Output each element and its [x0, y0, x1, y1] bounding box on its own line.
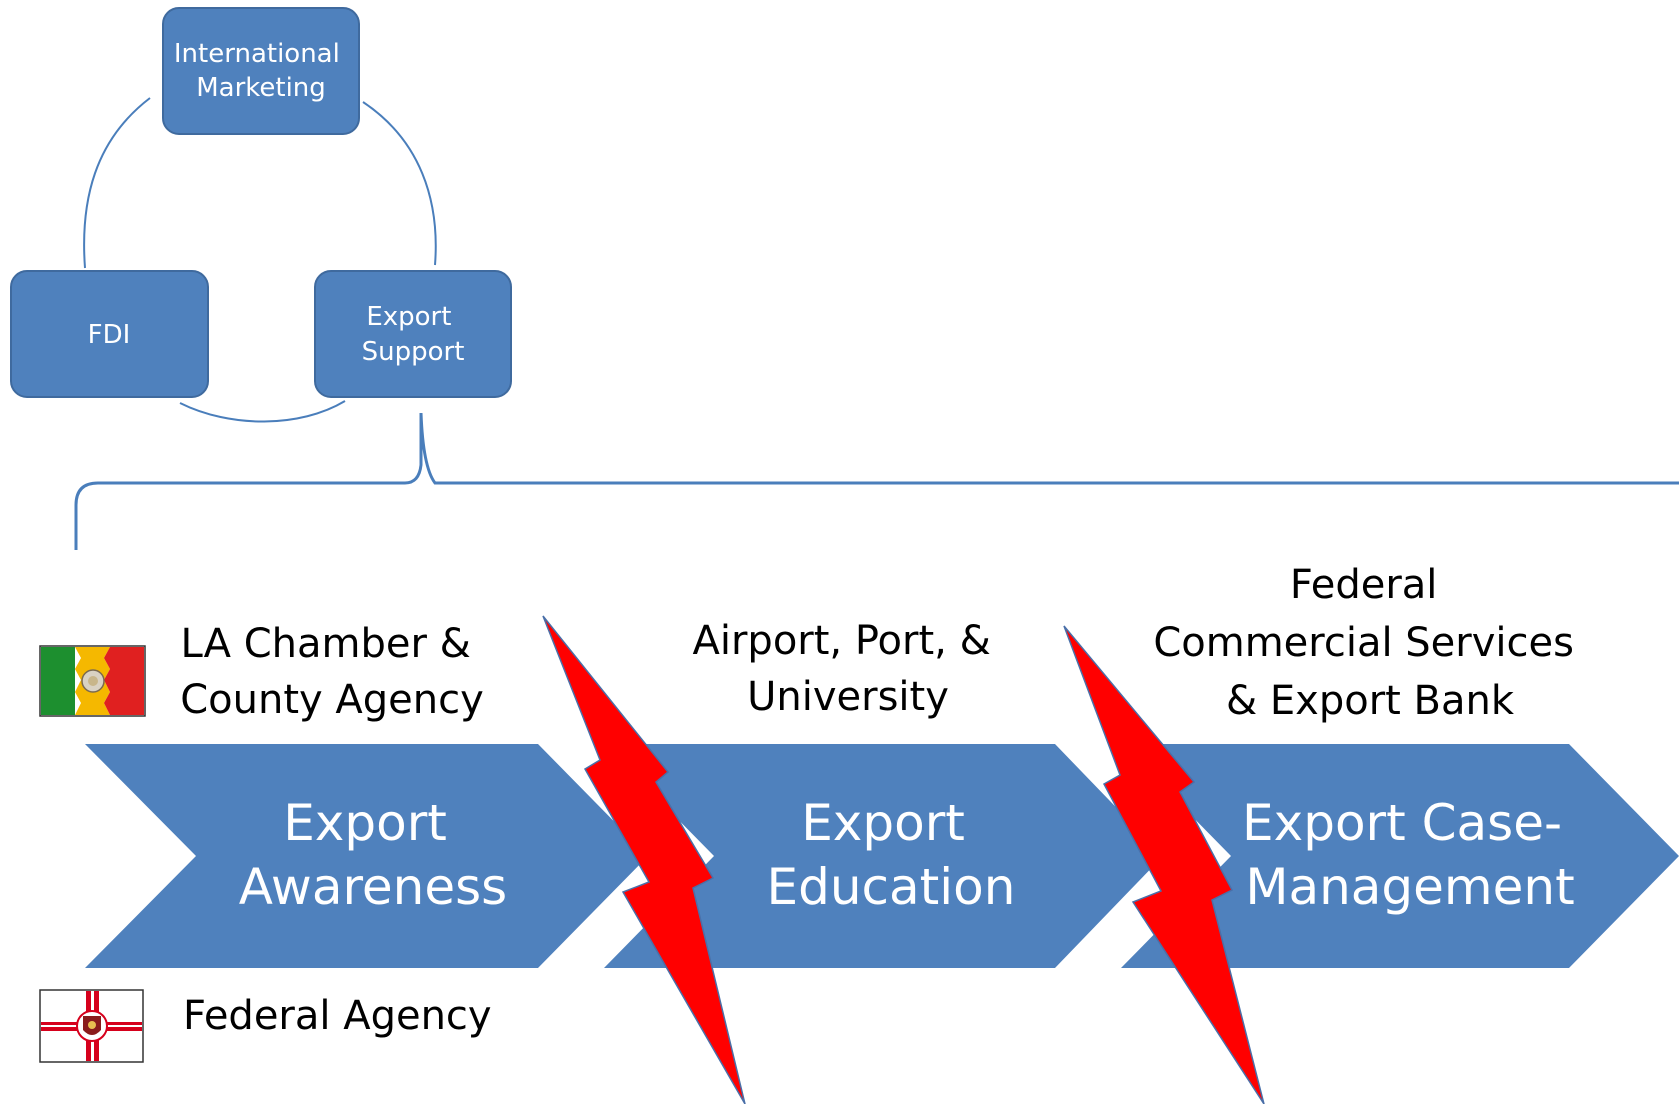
svg-text:Federal Commercial Service: Federal Commercial Services & Export Ban… [1153, 562, 1586, 724]
la-county-flag-icon [39, 645, 146, 717]
cycle-node-fdi: FDI [10, 270, 209, 398]
stage-name-line: Management [1245, 858, 1574, 916]
cycle-node-international-marketing: International Marketing [162, 7, 360, 135]
svg-text:LA Chamber & County Agency: LA Chamber & County Agency [180, 621, 484, 723]
cycle-arc-left [83, 97, 151, 269]
stage-provider-line: Airport, Port, & [693, 618, 991, 664]
stage-name-line: Education [767, 858, 1016, 916]
stage-provider-line: & Export Bank [1226, 678, 1515, 724]
cycle-arc-bottom [179, 400, 346, 423]
stage-provider-line: Federal [1290, 562, 1438, 608]
stage-provider-line: LA Chamber & [180, 621, 470, 667]
gap-bolt-2 [1063, 625, 1265, 1104]
legend-federal-agency-label: Federal Agency [183, 993, 492, 1039]
stage-chevrons [85, 744, 1679, 968]
stage-name-line: Awareness [239, 858, 507, 916]
stage-provider-line: County Agency [180, 677, 484, 723]
svg-text:Export Awareness: Export Awareness [239, 794, 507, 916]
cycle-node-label-line: FDI [88, 320, 131, 350]
svg-text:Airport, Port, & Universit: Airport, Port, & University [693, 618, 1004, 720]
cycle-arc-right [362, 101, 437, 266]
stage-name-line: Export Case- [1242, 794, 1562, 852]
cycle-node-label-line: Marketing [196, 73, 326, 103]
svg-text:Export Support: Export Support [362, 302, 465, 367]
stage-provider-line: Commercial Services [1153, 620, 1574, 666]
cycle-node-label-line: Support [362, 337, 465, 367]
expansion-brace [74, 412, 1679, 550]
cycle-node-export-support: Export Support [314, 270, 512, 398]
svg-text:Export Case- Management: Export Case- Management [1242, 794, 1578, 916]
stage-name-line: Export [801, 794, 965, 852]
cycle-node-label-line: Export [366, 302, 451, 332]
cycle-node-label-line: International [174, 39, 340, 69]
svg-text:Export Education: Export Education [767, 794, 1016, 916]
federal-agency-flag-icon [39, 989, 144, 1063]
gap-bolt-1 [542, 615, 746, 1104]
stage-name-line: Export [283, 794, 447, 852]
chevron-export-education [604, 744, 1163, 968]
cycle-connectors [83, 97, 437, 423]
chevron-export-awareness [85, 744, 648, 968]
svg-text:International Marketing: International Marketing [174, 39, 348, 103]
svg-text:FDI: FDI [88, 320, 131, 350]
chevron-export-case-management [1121, 744, 1679, 968]
stage-provider-line: University [747, 674, 949, 720]
